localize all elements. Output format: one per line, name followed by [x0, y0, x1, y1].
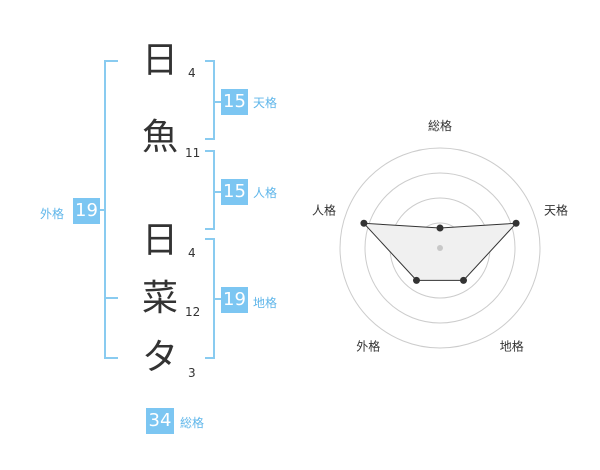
soukaku-badge: 34 — [146, 408, 174, 434]
gaikaku-label: 外格 — [40, 207, 65, 221]
radar-axis-label-5: 人格 — [312, 202, 336, 217]
stroke-count-5: 3 — [188, 366, 196, 380]
radar-axis-label-3: 地格 — [500, 339, 524, 354]
stroke-count-1: 4 — [188, 66, 196, 80]
tenkaku-badge: 15 — [221, 89, 248, 115]
gaikaku-badge: 19 — [73, 198, 100, 224]
radar-point-2 — [512, 219, 520, 227]
stroke-count-3: 4 — [188, 246, 196, 260]
radar-value-polygon — [362, 222, 518, 281]
chikaku-tick — [213, 298, 221, 300]
gaikaku-tick-left — [100, 209, 106, 211]
radar-ring — [364, 172, 516, 324]
name-char-2: 魚 — [141, 117, 178, 158]
jinkaku-tick — [213, 191, 221, 193]
radar-center-dot — [437, 245, 443, 251]
radar-point-3 — [460, 276, 468, 284]
jinkaku-badge: 15 — [221, 179, 248, 205]
stroke-count-4: 12 — [185, 305, 201, 319]
radar-point-4 — [412, 276, 420, 284]
name-char-4: 菜 — [141, 278, 178, 319]
radar-point-5 — [360, 219, 368, 227]
chikaku-badge: 19 — [221, 287, 248, 313]
radar-axis-label-4: 外格 — [356, 339, 380, 354]
radar-axis-label-2: 天格 — [544, 202, 568, 217]
radar-axis-label-1: 総格 — [428, 118, 452, 133]
tenkaku-label: 天格 — [253, 96, 278, 110]
jinkaku-bracket — [205, 150, 215, 230]
soukaku-label: 総格 — [180, 416, 205, 430]
radar-point-1 — [436, 224, 444, 232]
radar-ring — [339, 147, 541, 349]
chikaku-label: 地格 — [253, 296, 278, 310]
jinkaku-label: 人格 — [253, 186, 278, 200]
radar-points — [360, 219, 520, 284]
name-char-5: タ — [141, 337, 178, 378]
name-char-1: 日 — [141, 40, 178, 81]
name-char-3: 日 — [141, 220, 178, 261]
tenkaku-bracket — [205, 60, 215, 140]
stroke-count-2: 11 — [185, 146, 201, 160]
gaikaku-tick-inner — [104, 297, 118, 299]
tenkaku-tick — [213, 101, 221, 103]
